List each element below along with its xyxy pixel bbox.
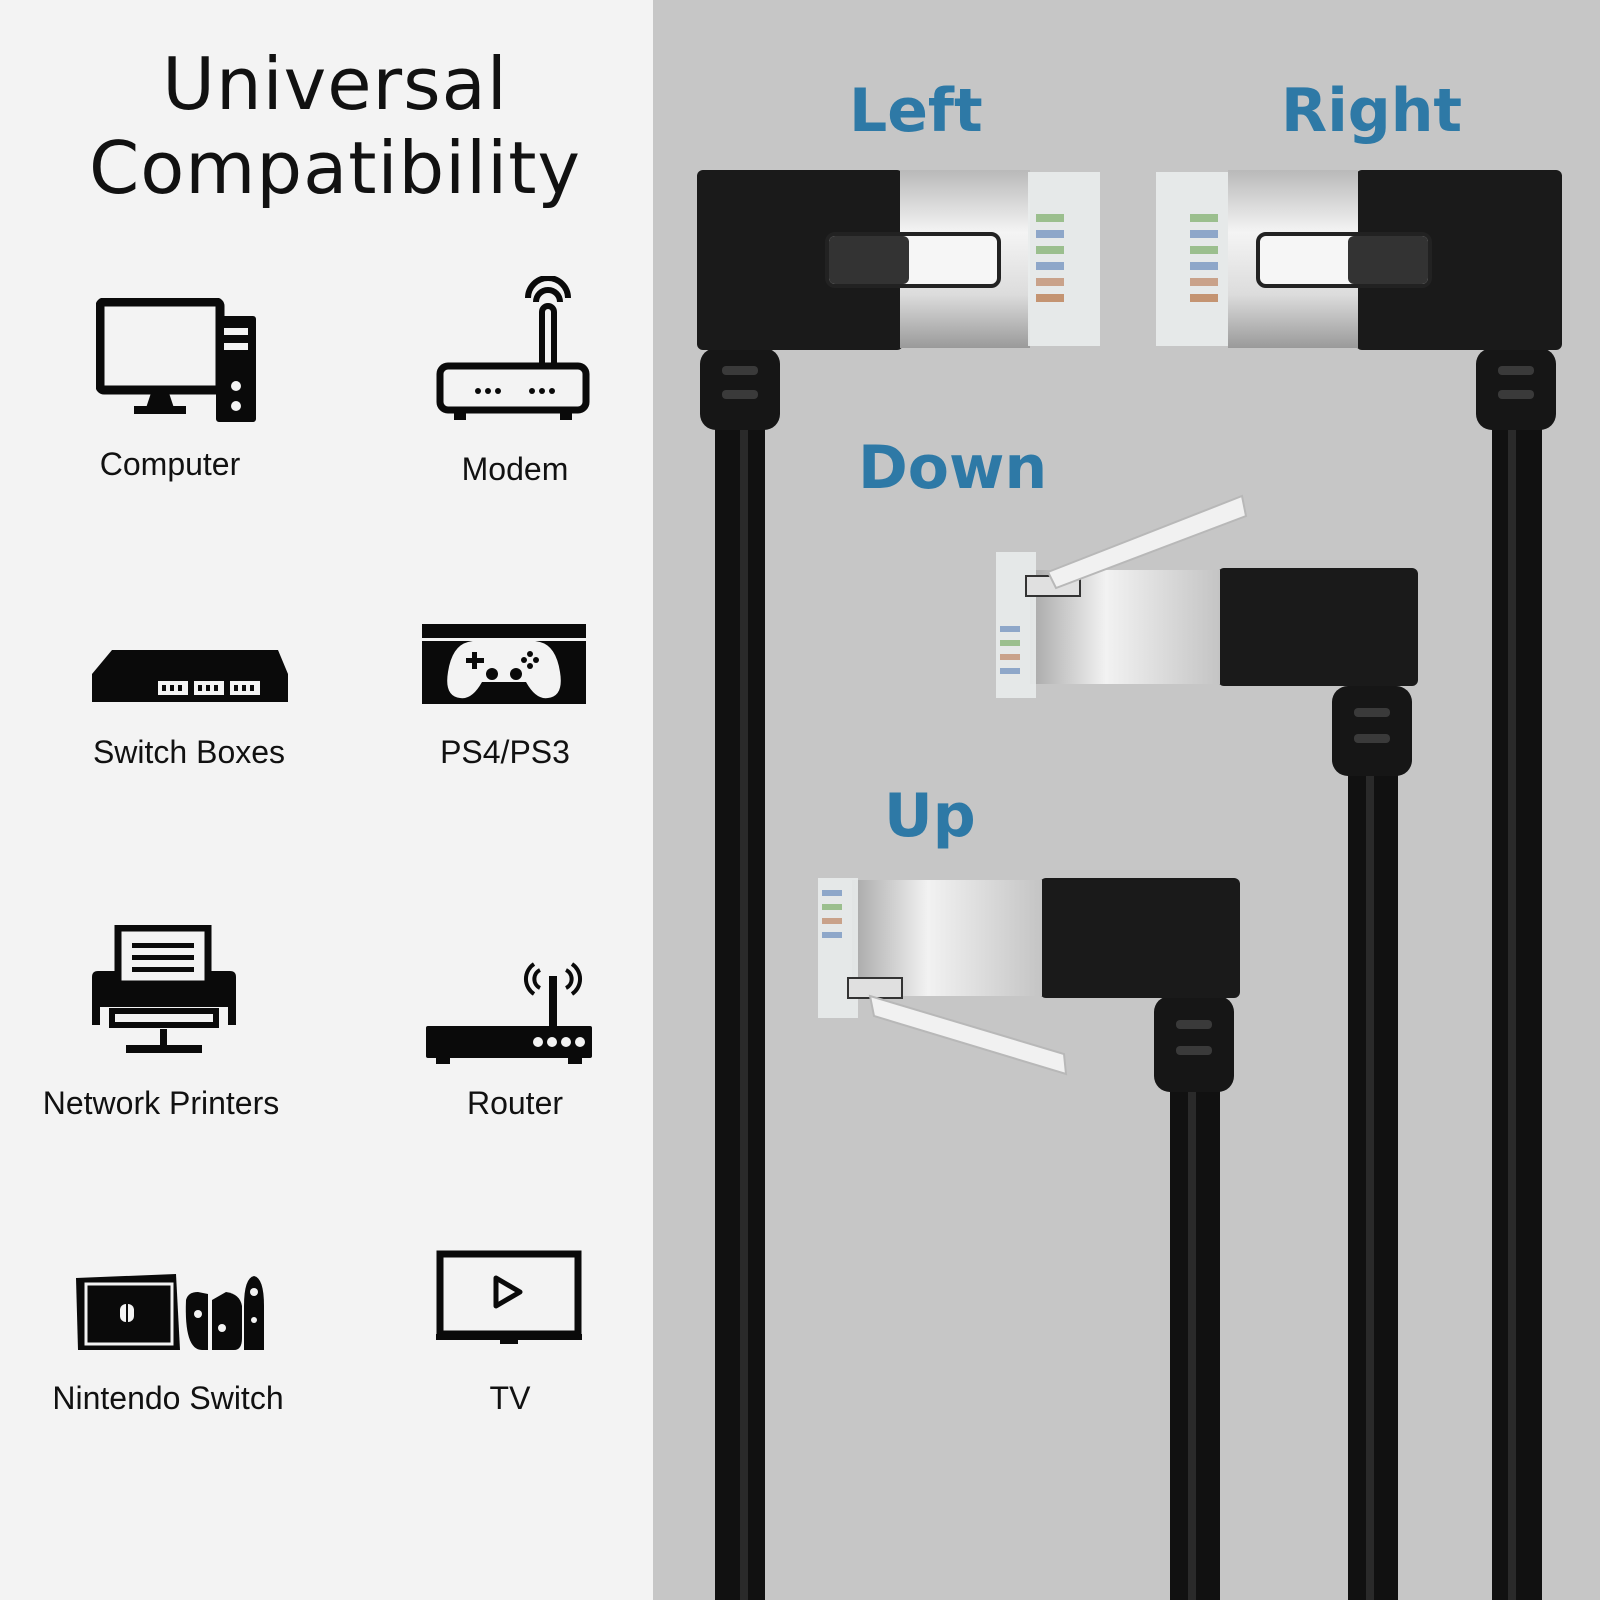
down-connector (996, 494, 1418, 1600)
up-connector (818, 878, 1240, 1600)
device-label-computer: Computer (99, 446, 241, 482)
device-label-ps4-ps3: PS4/PS3 (440, 734, 570, 770)
device-label-tv: TV (489, 1380, 531, 1416)
left-connector (697, 170, 1100, 1600)
cables-illustration (697, 170, 1562, 1600)
direction-label-down: Down (858, 433, 1048, 503)
computer-icon (96, 298, 256, 422)
page-title: Universal Compatibility (0, 42, 670, 210)
device-label-nintendo-switch: Nintendo Switch (52, 1380, 284, 1416)
device-label-switch-boxes: Switch Boxes (92, 734, 286, 770)
direction-label-right: Right (1281, 76, 1463, 146)
title-line-2: Compatibility (88, 126, 582, 210)
printer-icon (92, 925, 236, 1053)
device-label-network-printers: Network Printers (42, 1085, 280, 1121)
switch-box-icon (92, 650, 288, 702)
device-label-router: Router (466, 1085, 564, 1121)
device-label-modem: Modem (461, 451, 569, 487)
router-icon (426, 962, 592, 1064)
right-connector (1156, 170, 1562, 1600)
gamepad-icon (422, 624, 586, 704)
nintendo-switch-icon (76, 1274, 264, 1350)
compatibility-panel: Universal Compatibility Computer Modem (0, 0, 653, 1600)
direction-label-left: Left (849, 76, 983, 146)
title-line-1: Universal (162, 42, 508, 126)
connector-directions-panel: Left Right Down Up (653, 0, 1600, 1600)
modem-icon (436, 276, 590, 420)
direction-label-up: Up (884, 781, 976, 851)
tv-icon (436, 1250, 582, 1344)
